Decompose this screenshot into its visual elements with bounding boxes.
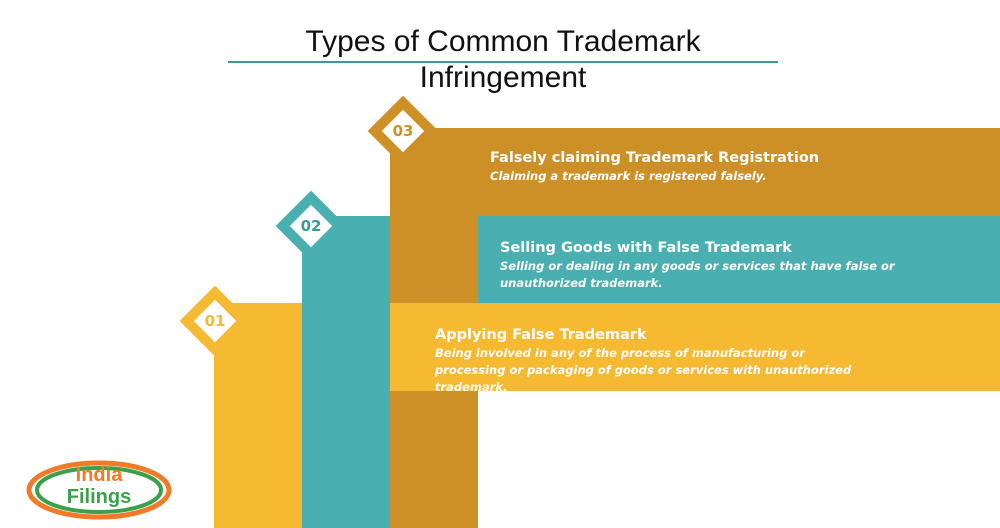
logo-ellipse-icon	[26, 460, 172, 520]
step-02-description: Selling or dealing in any goods or servi…	[500, 259, 895, 290]
logo-line2: Filings	[66, 486, 132, 508]
step-01-number: 01	[204, 312, 226, 330]
step-02-text: Selling Goods with False Trademark Selli…	[500, 238, 970, 292]
step-01-heading: Applying False Trademark	[435, 327, 647, 343]
step-01-description: Being involved in any of the process of …	[435, 346, 852, 394]
step-03-bar	[390, 128, 1000, 216]
indiafilings-logo: India Filings	[26, 460, 172, 520]
logo-line1: India	[75, 464, 123, 486]
step-01-bar	[390, 303, 1000, 391]
step-03-number: 03	[392, 122, 414, 140]
title-underline	[228, 61, 778, 63]
step-01-text: Applying False Trademark Being involved …	[435, 325, 875, 396]
step-02-column	[302, 216, 390, 528]
step-03-text: Falsely claiming Trademark Registration …	[490, 148, 990, 185]
step-02-bar	[478, 216, 1000, 303]
step-03-heading: Falsely claiming Trademark Registration	[490, 150, 820, 166]
step-03-description: Claiming a trademark is registered false…	[490, 169, 767, 183]
step-02-number: 02	[300, 217, 322, 235]
step-02-heading: Selling Goods with False Trademark	[500, 240, 792, 256]
page-title: Types of Common Trademark Infringement	[305, 25, 701, 94]
